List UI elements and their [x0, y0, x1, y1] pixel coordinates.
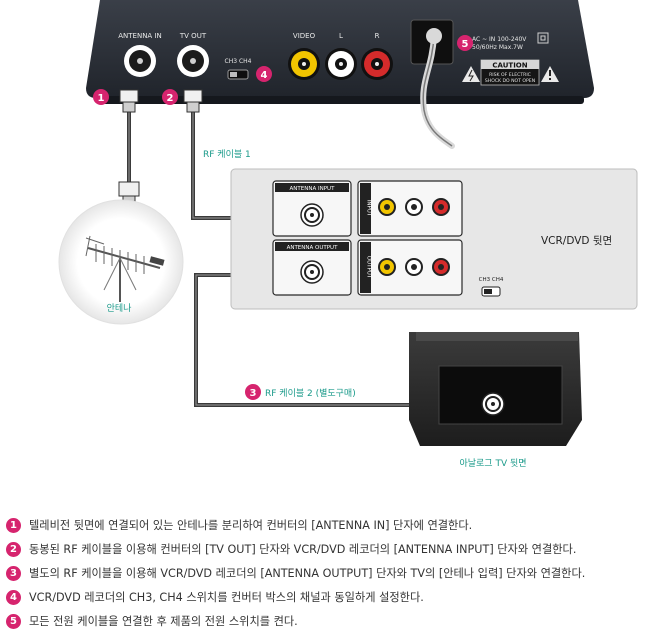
power-spec-line1: AC ~ IN 100-240V — [472, 36, 527, 43]
output-rca-video — [378, 258, 396, 276]
input-rca-video — [378, 198, 396, 216]
step-3: 3 별도의 RF 케이블을 이용해 VCR/DVD 레코더의 [ANTENNA … — [6, 561, 651, 585]
input-rca-r — [432, 198, 450, 216]
step-3-number: 3 — [6, 565, 21, 581]
output-rca-l — [405, 258, 423, 276]
step-4: 4 VCR/DVD 레코더의 CH3, CH4 스위치를 컨버터 박스의 채널과… — [6, 585, 651, 609]
output-label: OUTPUT — [366, 256, 372, 279]
svg-text:5: 5 — [462, 39, 469, 50]
video-label: VIDEO — [293, 32, 316, 40]
output-rca-r — [432, 258, 450, 276]
antenna-in-label: ANTENNA IN — [118, 32, 162, 40]
step-5-number: 5 — [6, 613, 21, 629]
step-3-text: 별도의 RF 케이블을 이용해 VCR/DVD 레코더의 [ANTENNA OU… — [29, 567, 586, 580]
instruction-steps: 1 텔레비전 뒷면에 연결되어 있는 안테나를 분리하여 컨버터의 [ANTEN… — [6, 513, 651, 633]
step-2-text: 동봉된 RF 케이블을 이용해 컨버터의 [TV OUT] 단자와 VCR/DV… — [29, 543, 577, 556]
step-5-text: 모든 전원 케이블을 연결한 후 제품의 전원 스위치를 켠다. — [29, 615, 298, 628]
tv-antenna-port — [481, 392, 505, 416]
step-1-text: 텔레비전 뒷면에 연결되어 있는 안테나를 분리하여 컨버터의 [ANTENNA… — [29, 519, 473, 532]
cables — [127, 102, 448, 407]
rf-cable-2-label: RF 케이블 2 (별도구매) — [265, 388, 356, 399]
step-4-text: VCR/DVD 레코더의 CH3, CH4 스위치를 컨버터 박스의 채널과 동… — [29, 591, 424, 604]
antenna-illustration: 안테나 — [58, 199, 184, 325]
tv-label: 아날로그 TV 뒷면 — [459, 457, 526, 469]
input-label: INPUT — [366, 200, 372, 217]
tv-out-label: TV OUT — [179, 32, 207, 40]
step-2: 2 동봉된 RF 케이블을 이용해 컨버터의 [TV OUT] 단자와 VCR/… — [6, 537, 651, 561]
step-5: 5 모든 전원 케이블을 연결한 후 제품의 전원 스위치를 켠다. — [6, 609, 651, 633]
antenna-output-port — [300, 260, 324, 284]
analog-tv-rear: 아날로그 TV 뒷면 — [409, 332, 582, 469]
antenna-output-label: ANTENNA OUTPUT — [287, 245, 339, 251]
step-1-number: 1 — [6, 517, 21, 533]
antenna-input-port — [300, 203, 324, 227]
power-spec-line2: 50/60Hz Max.7W — [472, 44, 523, 51]
caution-line2: SHOCK DO NOT OPEN — [485, 78, 535, 84]
marker-4: 4 — [256, 66, 272, 82]
r-label: R — [375, 32, 380, 40]
marker-3: 3 — [245, 384, 261, 400]
step-1: 1 텔레비전 뒷면에 연결되어 있는 안테나를 분리하여 컨버터의 [ANTEN… — [6, 513, 651, 537]
rca-video-port — [288, 48, 320, 80]
connection-diagram: ANTENNA IN TV OUT CH3 CH4 VIDEO L R — [58, 0, 638, 469]
antenna-input-label: ANTENNA INPUT — [290, 186, 336, 192]
svg-text:3: 3 — [250, 388, 257, 399]
rca-audio-l-port — [325, 48, 357, 80]
step-2-number: 2 — [6, 541, 21, 557]
input-rca-l — [405, 198, 423, 216]
converter-box: ANTENNA IN TV OUT CH3 CH4 VIDEO L R — [86, 0, 594, 149]
marker-5: 5 — [457, 35, 473, 51]
marker-2: 2 — [162, 89, 178, 105]
svg-text:2: 2 — [167, 93, 174, 104]
vcr-title: VCR/DVD 뒷면 — [541, 234, 612, 247]
caution-title: CAUTION — [492, 62, 527, 70]
step-4-number: 4 — [6, 589, 21, 605]
antenna-label: 안테나 — [107, 303, 132, 314]
antenna-in-port — [124, 45, 156, 77]
double-insulation-icon — [537, 32, 549, 44]
rf-cable-1-label: RF 케이블 1 — [203, 149, 251, 160]
svg-text:1: 1 — [98, 93, 105, 104]
marker-1: 1 — [93, 89, 109, 105]
rca-audio-r-port — [361, 48, 393, 80]
converter-ch-label: CH3 CH4 — [225, 58, 252, 65]
vcr-ch-label: CH3 CH4 — [479, 277, 504, 283]
shock-warning-icon — [462, 66, 480, 82]
svg-text:4: 4 — [261, 70, 268, 81]
l-label: L — [339, 32, 343, 40]
tv-out-port — [177, 45, 209, 77]
caution-line1: RISK OF ELECTRIC — [489, 72, 531, 78]
vcr-dvd-rear-panel: VCR/DVD 뒷면 ANTENNA INPUT ANTENNA OUTPUT … — [230, 168, 638, 310]
